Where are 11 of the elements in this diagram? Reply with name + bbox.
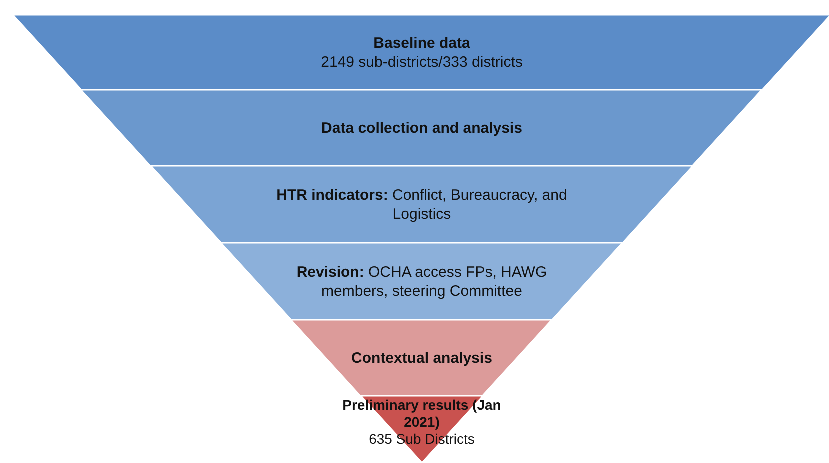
funnel-band [221, 243, 623, 320]
funnel-band [150, 166, 694, 243]
stage-heading: HTR indicators: Conflict, Bureaucracy, and Logistics [276, 186, 568, 224]
funnel-band [13, 15, 829, 90]
stage-heading: Data collection and analysis [322, 118, 522, 138]
stage-text: 2149 sub-districts/333 districts [321, 52, 523, 72]
funnel-band [291, 320, 553, 396]
funnel-band [81, 90, 763, 166]
stage-heading: Revision: OCHA access FPs, HAWG members, steering Committee [296, 262, 548, 300]
stage-heading: Contextual analysis [352, 348, 492, 368]
stage-heading: Baseline data [374, 34, 470, 52]
